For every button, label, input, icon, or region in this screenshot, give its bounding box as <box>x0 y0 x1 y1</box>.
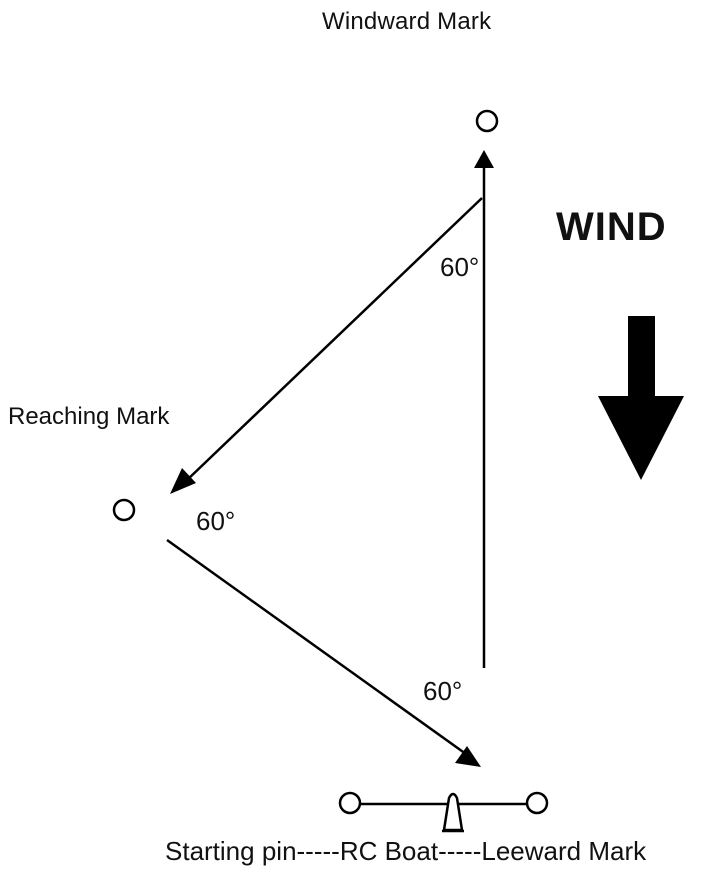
run-leg-arrowhead <box>455 746 481 767</box>
reaching-leg-arrowhead <box>170 468 196 494</box>
windward-mark-label: Windward Mark <box>322 8 492 35</box>
down-arrow-icon <box>598 316 684 480</box>
windward-leg-arrowhead <box>474 150 494 168</box>
reaching-mark-label: Reaching Mark <box>8 403 170 430</box>
starting-pin-buoy <box>338 791 362 815</box>
angle-label-reaching: 60° <box>196 506 236 536</box>
start-line-label: Starting pin-----RC Boat-----Leeward Mar… <box>165 836 647 866</box>
rc-boat-icon <box>442 792 464 833</box>
run-leg-line <box>166 538 467 756</box>
windward-mark-buoy <box>475 109 499 133</box>
reaching-mark-buoy <box>112 498 136 522</box>
leeward-mark-buoy <box>525 791 549 815</box>
angle-label-windward: 60° <box>440 252 480 282</box>
reaching-leg-line <box>185 197 483 482</box>
wind-label: WIND <box>556 205 667 249</box>
angle-label-leeward: 60° <box>423 676 463 706</box>
